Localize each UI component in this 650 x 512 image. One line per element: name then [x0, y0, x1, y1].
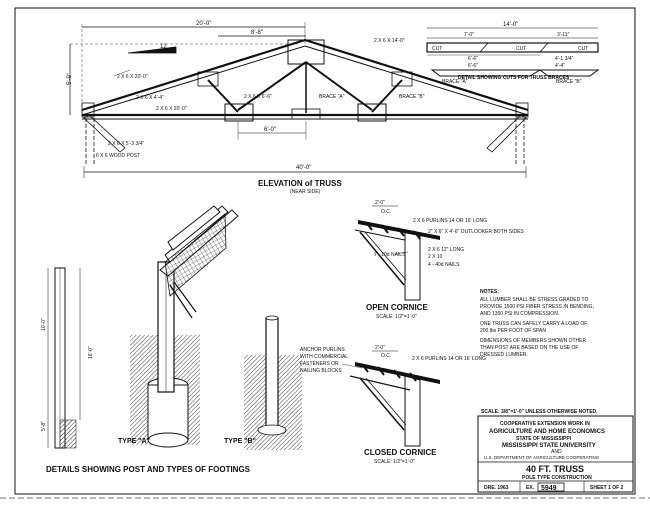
label-bottom-chord: 2 X 6 X 20'-0" — [156, 106, 187, 112]
closed-cornice-title: CLOSED CORNICE — [364, 448, 437, 457]
type-a-label: TYPE "A" — [118, 438, 150, 445]
open-cornice-outlooker: 2" X 6" X 4'-6" OUTLOOKER BOTH SIDES — [428, 229, 524, 235]
brace-b-label: BRACE "B" — [556, 79, 582, 85]
anchor-line-1: ANCHOR PURLINS — [300, 347, 345, 353]
open-cornice-oc: O.C. — [381, 209, 391, 215]
open-cornice-nails2: 4 - 40d NAILS — [428, 262, 460, 268]
label-post-brace: 2 X 6 X 5'-3 3/4" — [108, 141, 144, 147]
label-wood-post: 6 X 6 WOOD POST — [96, 153, 140, 159]
label-top-chord: 2 X 6 X 20'-0" — [117, 74, 148, 80]
dim-rise: 5'-9" — [67, 73, 73, 85]
open-cornice-spacing: 2'-0" — [375, 200, 385, 206]
cut-label-3: CUT — [578, 46, 588, 52]
post-details: 10'-0" 16'-0" 5'-8" TYPE "A" TYPE "B" DE… — [41, 205, 302, 474]
note-3c: DRESSED LUMBER. — [480, 352, 528, 358]
tb-line-3: STATE OF MISSISSIPPI — [516, 436, 572, 442]
brace-piece-a-dim: 7'-0" — [464, 32, 474, 38]
open-cornice-block: 2 X 6 12" LONG — [428, 247, 464, 253]
sheet-border — [0, 7, 650, 499]
brace-dim-b2: 4'-4" — [555, 63, 565, 69]
tb-subtitle: POLE TYPE CONSTRUCTION — [522, 475, 592, 481]
open-cornice-block2: 2 X 10 — [428, 254, 443, 260]
brace-dim-a2: 6'-6" — [468, 63, 478, 69]
note-1c: AND 1350 PSI IN COMPRESSION. — [480, 311, 559, 317]
closed-cornice-oc: O.C. — [381, 353, 391, 359]
dim-span: 40'-0" — [296, 165, 311, 171]
tb-line-2: AGRICULTURE AND HOME ECONOMICS — [489, 429, 605, 435]
open-cornice-detail: 2'-0" O.C. 2 X 6 PURLINS 14 OR 16' LONG … — [354, 200, 524, 320]
notes-heading: NOTES: — [480, 289, 499, 295]
note-1a: ALL LUMBER SHALL BE STRESS GRADED TO — [480, 297, 588, 303]
dim-half-span: 20'-0" — [196, 21, 211, 27]
label-brace-a: BRACE "A" — [319, 94, 345, 100]
truss-elevation: 20'-0" 8'-8" 5'-9" 12 — [67, 21, 529, 195]
scale-note: SCALE: 3/8"=1'-0" UNLESS OTHERWISE NOTED… — [481, 409, 598, 415]
dim-center: 8'-8" — [251, 30, 263, 36]
anchor-line-3: FASTENERS OR — [300, 361, 339, 367]
post-dim-2: 16'-0" — [88, 346, 94, 359]
brace-dim-a1: 6'-6" — [468, 56, 478, 62]
label-web-left: 2 X 6 X 4'-4" — [136, 95, 164, 101]
anchor-line-2: WITH COMMERCIAL — [300, 354, 348, 360]
note-1b: PROVIDE 1500 PSI FIBER STRESS IN BENDING… — [480, 304, 594, 310]
post-details-title: DETAILS SHOWING POST AND TYPES OF FOOTIN… — [46, 465, 251, 474]
note-3a: DIMENSIONS OF MEMBERS SHOWN OTHER — [480, 338, 587, 344]
cut-label-1: CUT — [432, 46, 442, 52]
dim-bottom-center: 6'-0" — [264, 127, 276, 133]
closed-cornice-scale: SCALE: 1/2"=1'-0" — [374, 459, 415, 465]
tb-ex-number: 5949 — [541, 485, 557, 492]
pitch-run: 12 — [160, 44, 167, 50]
tb-line-6: U.S. DEPARTMENT OF AGRICULTURE COOPERATI… — [484, 455, 600, 460]
note-3b: THAN POST ARE BASED ON THE USE OF — [480, 345, 578, 351]
tb-date: DRE. 1963 — [484, 485, 509, 491]
tb-title: 40 FT. TRUSS — [526, 464, 584, 474]
closed-cornice-detail: 2'-0" O.C. 2 X 6 PURLINS 14 OR 16' LONG … — [300, 345, 486, 465]
elevation-subtitle: (NEAR SIDE) — [290, 189, 321, 195]
brace-cut-detail: 2 X 6 X 14'-0" 14'-0" 7'-0" 3'-11" CUT C… — [374, 22, 600, 85]
open-cornice-scale: SCALE: 1/2"=1'-0" — [376, 314, 417, 320]
anchor-line-4: NAILING BLOCKS — [300, 368, 342, 374]
open-cornice-nails: 7 - 10d NAILS — [374, 252, 406, 258]
tb-line-1: COOPERATIVE EXTENSION WORK IN — [500, 421, 590, 427]
closed-cornice-spacing: 2'-0" — [375, 345, 385, 351]
label-web-right: 2 X 6 X 6'-6" — [244, 94, 272, 100]
tb-line-4: MISSISSIPPI STATE UNIVERSITY — [502, 443, 596, 449]
note-2b: 200 lbs PER FOOT OF SPAN — [480, 328, 546, 334]
tb-line-5: AND — [551, 449, 562, 455]
open-cornice-purlins: 2 X 6 PURLINS 14 OR 16' LONG — [413, 218, 487, 224]
label-brace-b: BRACE "B" — [399, 94, 425, 100]
closed-cornice-purlins: 2 X 6 PURLINS 14 OR 16' LONG — [412, 356, 486, 362]
cut-label-2: CUT — [516, 46, 526, 52]
note-2a: ONE TRUSS CAN SAFELY CARRY A LOAD OF — [480, 321, 587, 327]
brace-stock-label: 2 X 6 X 14'-0" — [374, 38, 405, 44]
brace-a-label: BRACE "A" — [442, 79, 468, 85]
brace-detail-title: DETAIL SHOWING CUTS FOR TRUSS BRACES — [458, 75, 570, 81]
brace-piece-b-dim: 3'-11" — [557, 32, 570, 38]
closed-cornice-anchor-note: ANCHOR PURLINS WITH COMMERCIAL FASTENERS… — [300, 347, 348, 374]
post-dim-1: 10'-0" — [41, 318, 47, 331]
open-cornice-title: OPEN CORNICE — [366, 303, 428, 312]
elevation-title: ELEVATION of TRUSS — [258, 179, 342, 188]
tb-ex-label: EX. — [526, 485, 535, 491]
brace-dim-b1: 4'-1 3/4" — [555, 56, 574, 62]
post-dim-3: 5'-8" — [41, 421, 47, 431]
notes-block: NOTES: ALL LUMBER SHALL BE STRESS GRADED… — [480, 289, 594, 358]
brace-overall-dim: 14'-0" — [503, 22, 518, 28]
type-b-label: TYPE "B" — [224, 438, 256, 445]
tb-sheet: SHEET 1 OF 2 — [590, 485, 624, 491]
title-block: COOPERATIVE EXTENSION WORK IN AGRICULTUR… — [477, 415, 634, 493]
